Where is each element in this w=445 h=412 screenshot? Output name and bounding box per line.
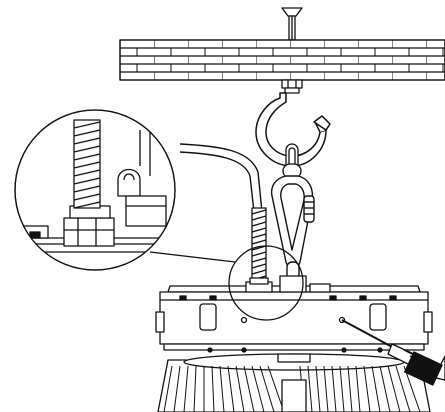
- anchor-bolt: [281, 7, 303, 41]
- zoom-connector: [149, 251, 236, 263]
- detail-circle-small: [228, 245, 304, 321]
- ceiling-nut: [281, 79, 303, 94]
- heat-sink: [157, 353, 431, 412]
- fixture-housing: [155, 285, 433, 353]
- chain: [282, 143, 302, 179]
- power-cord: [179, 143, 263, 213]
- screwdriver: [341, 319, 445, 386]
- brick-ceiling: [119, 39, 445, 81]
- detail-circle-zoom: [14, 109, 176, 271]
- ceiling-hook: [255, 92, 331, 167]
- cord-spring: [251, 207, 267, 285]
- carabiner: [270, 175, 315, 281]
- junction-box: [245, 275, 331, 293]
